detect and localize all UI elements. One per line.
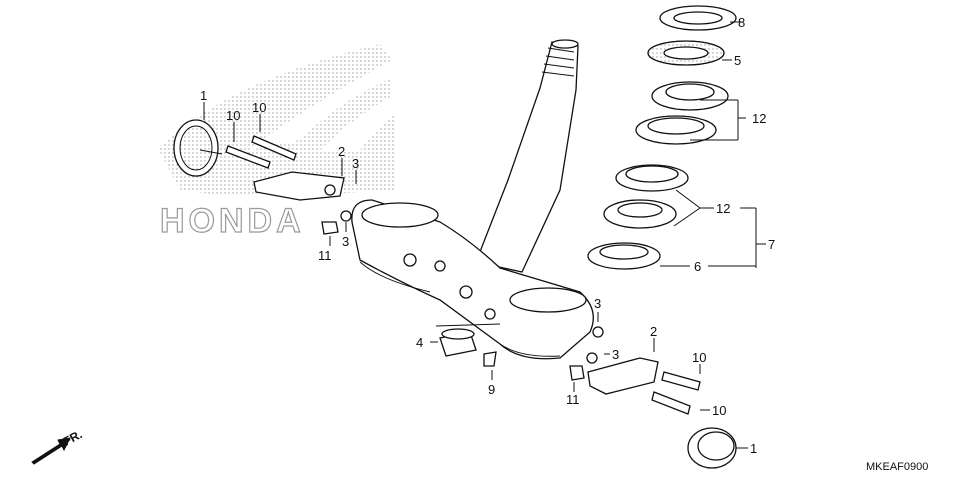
steering-stem xyxy=(475,39,579,273)
washer-left-a xyxy=(324,184,336,196)
leader-lines xyxy=(203,21,766,449)
bracket-right xyxy=(587,357,659,395)
right-hardware xyxy=(569,326,737,469)
callout-8: 8 xyxy=(738,15,745,30)
svg-text:HONDA: HONDA xyxy=(160,202,305,240)
callout-12-lower: 12 xyxy=(716,201,730,216)
callout-3-upper-right: 3 xyxy=(594,296,601,311)
callout-6: 6 xyxy=(694,259,701,274)
callout-11-right: 11 xyxy=(566,392,580,407)
callout-5: 5 xyxy=(734,53,741,68)
bolt-right-a xyxy=(661,371,701,391)
callout-3-upper-left: 3 xyxy=(352,156,359,171)
washer-right-b xyxy=(586,352,598,364)
callout-labels: 1 10 10 2 3 3 11 8 5 12 12 7 6 4 9 3 3 2… xyxy=(200,15,775,456)
nut-left xyxy=(321,221,339,235)
bracket-left xyxy=(253,171,345,201)
callout-2-left: 2 xyxy=(338,144,345,159)
callout-7: 7 xyxy=(768,237,775,252)
callout-3-lower-right: 3 xyxy=(612,347,619,362)
callout-9: 9 xyxy=(488,382,495,397)
clamp-bolt xyxy=(483,351,497,367)
washer-right-a xyxy=(592,326,604,338)
bearing-stack-lower xyxy=(587,164,689,270)
bolt-left-a xyxy=(225,145,271,169)
callout-3-lower-left: 3 xyxy=(342,234,349,249)
callout-11-left: 11 xyxy=(318,248,332,263)
diagram-code: MKEAF0900 xyxy=(866,461,928,473)
callout-10-left-b: 10 xyxy=(252,100,266,115)
callout-12-upper: 12 xyxy=(752,111,766,126)
lower-fork-bridge xyxy=(351,199,594,360)
callout-10-right-b: 10 xyxy=(712,403,726,418)
front-direction-indicator: FR. xyxy=(31,427,84,465)
front-arrow-icon xyxy=(31,437,71,465)
callout-10-left-a: 10 xyxy=(226,108,240,123)
callout-1-bottom: 1 xyxy=(750,441,757,456)
bolt-left-b xyxy=(251,135,297,161)
bolt-right-b xyxy=(651,391,691,415)
nut-right xyxy=(569,365,585,381)
callout-10-right-a: 10 xyxy=(692,350,706,365)
callout-2-right: 2 xyxy=(650,324,657,339)
left-hardware xyxy=(173,119,352,235)
callout-4: 4 xyxy=(416,335,423,350)
bearing-stack-upper xyxy=(635,5,737,145)
callout-1-top: 1 xyxy=(200,88,207,103)
honda-wing-watermark: HONDA xyxy=(158,44,396,241)
washer-left-b xyxy=(340,210,352,222)
cable-clamp xyxy=(439,328,497,367)
